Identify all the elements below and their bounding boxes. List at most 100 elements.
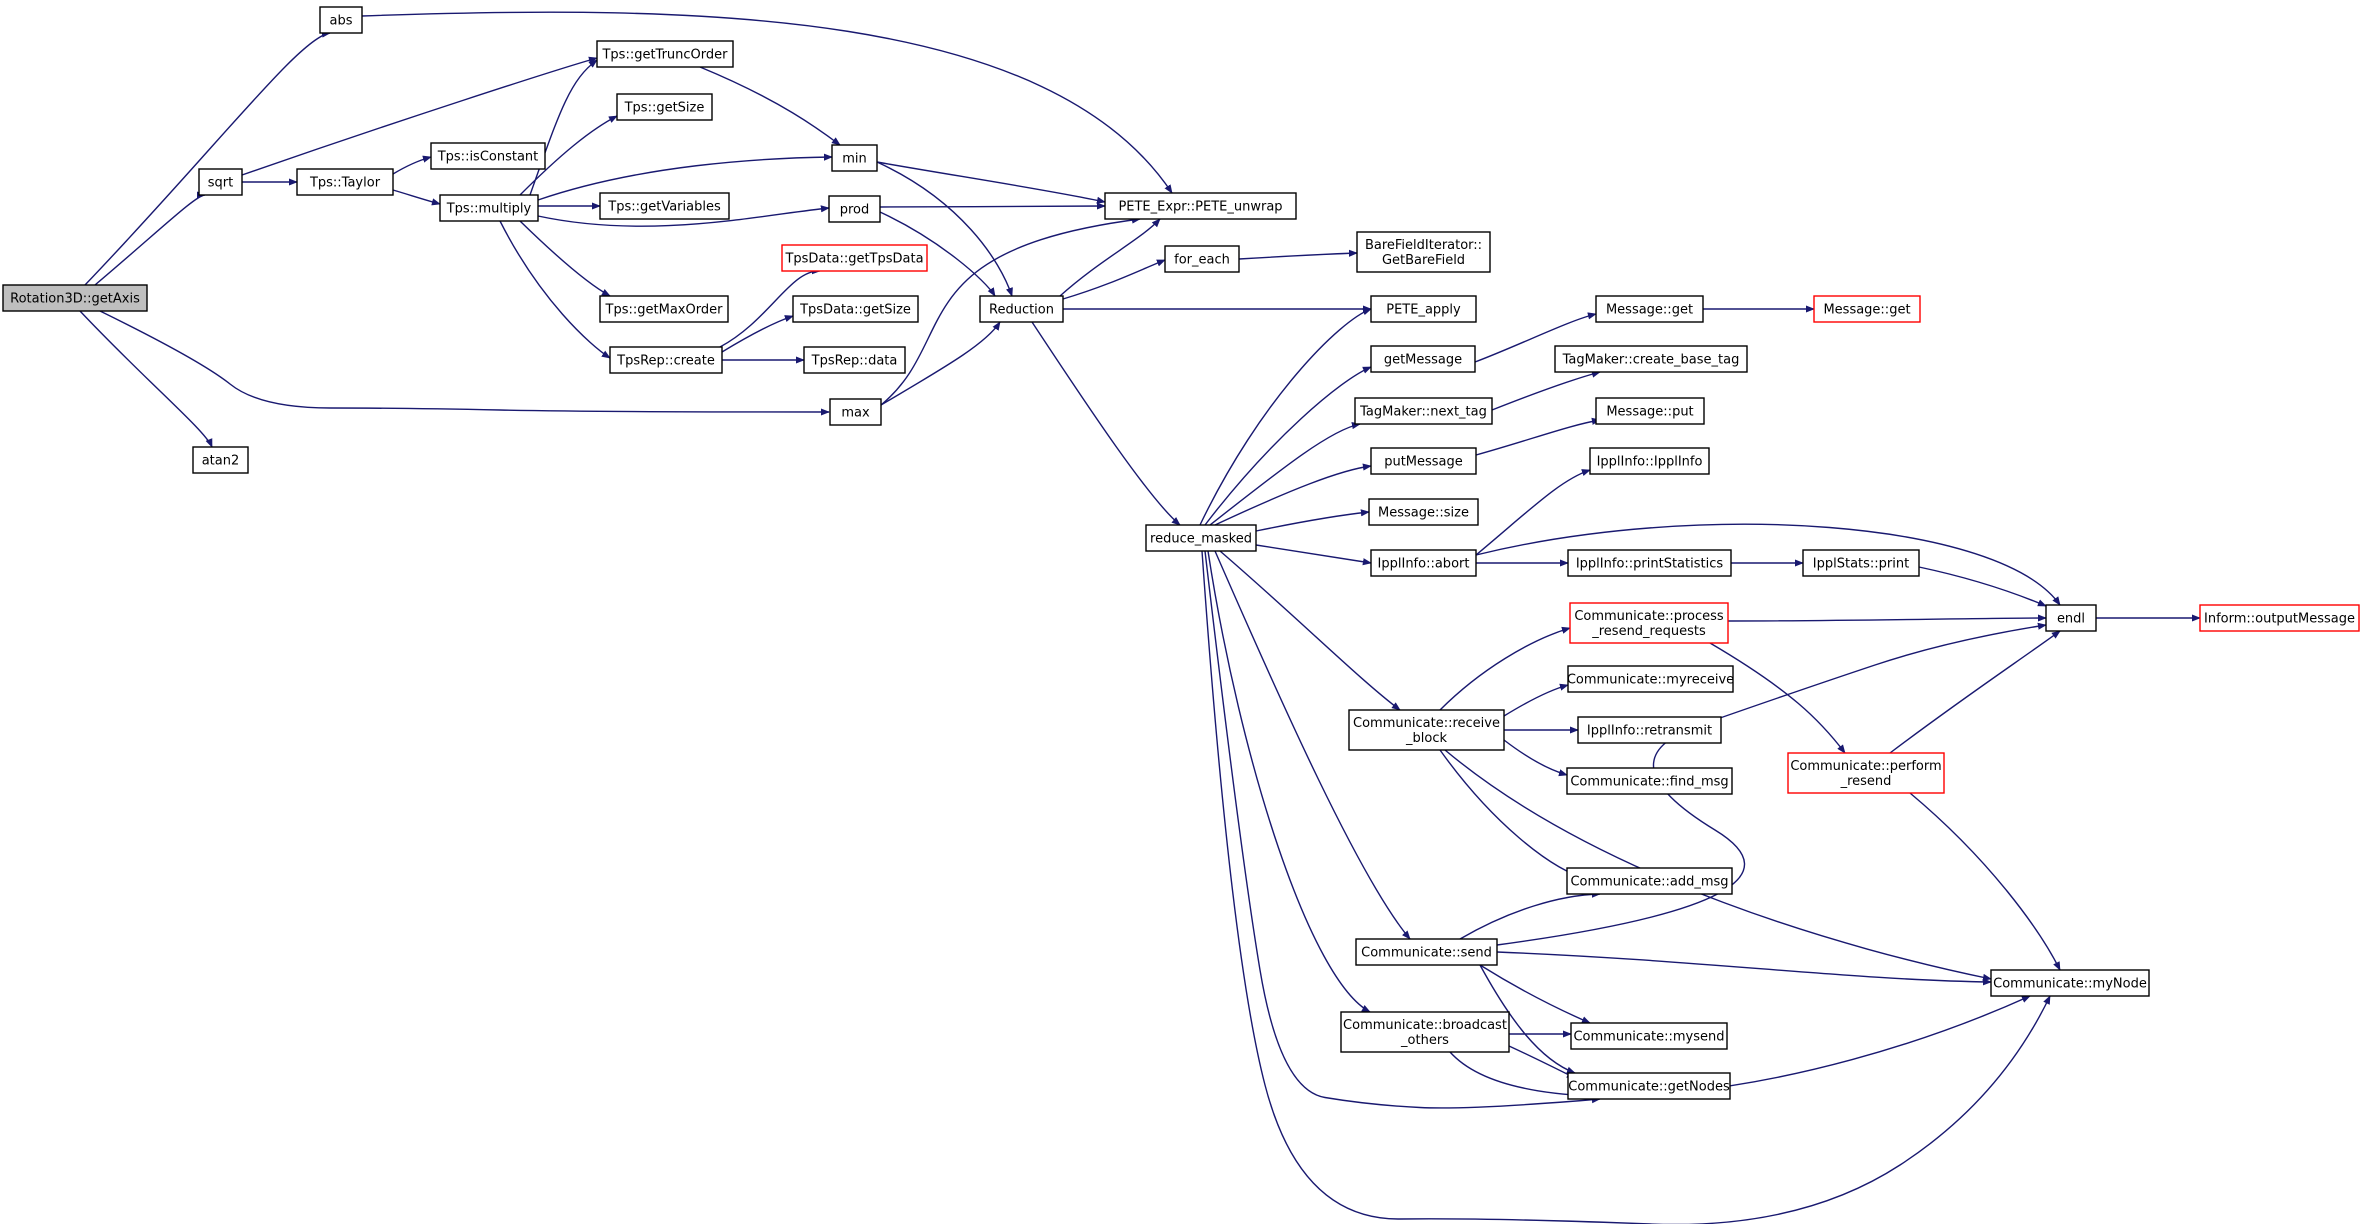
edge-min-to-reduction	[876, 161, 1013, 297]
node-endl[interactable]: endl	[2045, 604, 2097, 632]
node-label: prod	[840, 203, 870, 218]
edge-perform-resend-to-endl	[1889, 630, 2061, 754]
edge-stats-print-to-endl	[1918, 566, 2047, 607]
node-label: _others	[1400, 1033, 1449, 1048]
node-sqrt[interactable]: sqrt	[198, 168, 243, 196]
node-retransmit[interactable]: IpplInfo::retransmit	[1577, 716, 1722, 744]
node-message-get2[interactable]: Message::get	[1813, 295, 1921, 323]
edge-tpsrep-create-to-get-tps-data	[719, 267, 821, 348]
node-label: atan2	[202, 454, 240, 469]
node-label: IpplInfo::abort	[1378, 557, 1470, 572]
node-message-get[interactable]: Message::get	[1595, 295, 1704, 323]
node-mysend[interactable]: Communicate::mysend	[1570, 1022, 1728, 1050]
node-next-tag[interactable]: TagMaker::next_tag	[1354, 397, 1493, 425]
node-multiply[interactable]: Tps::multiply	[439, 194, 539, 222]
node-box	[1787, 752, 1945, 794]
node-max[interactable]: max	[829, 398, 882, 426]
node-pete-unwrap[interactable]: PETE_Expr::PETE_unwrap	[1104, 192, 1297, 220]
node-box	[1368, 498, 1479, 526]
edge-broadcast-others-to-get-nodes	[1508, 1045, 1576, 1079]
node-ippl-info[interactable]: IpplInfo::IpplInfo	[1589, 447, 1710, 475]
node-label: TpsData::getSize	[799, 303, 911, 318]
node-get-tps-data[interactable]: TpsData::getTpsData	[781, 244, 928, 272]
node-create-base-tag[interactable]: TagMaker::create_base_tag	[1554, 345, 1748, 373]
node-myreceive[interactable]: Communicate::myreceive	[1567, 665, 1734, 693]
node-label: IpplInfo::IpplInfo	[1597, 455, 1703, 470]
node-process-resend[interactable]: Communicate::process_resend_requests	[1569, 602, 1729, 644]
node-broadcast-others[interactable]: Communicate::broadcast_others	[1340, 1011, 1510, 1053]
node-box	[192, 446, 249, 474]
node-get-trunc-order[interactable]: Tps::getTruncOrder	[596, 40, 734, 68]
node-pete-apply[interactable]: PETE_apply	[1370, 295, 1477, 323]
node-my-node[interactable]: Communicate::myNode	[1990, 969, 2150, 997]
node-box	[1145, 524, 1257, 552]
node-get-max-order[interactable]: Tps::getMaxOrder	[599, 295, 729, 323]
node-box	[430, 142, 546, 170]
node-prod[interactable]: prod	[828, 195, 881, 223]
node-box	[1370, 447, 1477, 475]
node-label: PETE_apply	[1386, 303, 1461, 318]
node-get-bare-field[interactable]: BareFieldIterator::GetBareField	[1356, 231, 1491, 273]
node-find-msg[interactable]: Communicate::find_msg	[1566, 767, 1733, 795]
node-reduce-masked[interactable]: reduce_masked	[1145, 524, 1257, 552]
node-get-size[interactable]: Tps::getSize	[616, 93, 713, 121]
node-label: PETE_Expr::PETE_unwrap	[1118, 200, 1282, 215]
edge-reduction-to-pete-unwrap	[1059, 218, 1161, 297]
node-get-variables[interactable]: Tps::getVariables	[599, 192, 730, 220]
node-box	[803, 346, 906, 374]
edge-multiply-to-get-max-order	[519, 220, 611, 297]
node-taylor[interactable]: Tps::Taylor	[296, 168, 394, 196]
node-abs[interactable]: abs	[319, 6, 363, 34]
node-box	[1554, 345, 1748, 373]
node-for-each[interactable]: for_each	[1164, 245, 1240, 273]
edge-reduce-masked-to-next-tag	[1209, 422, 1361, 526]
node-tpsrep-create[interactable]: TpsRep::create	[609, 346, 723, 374]
node-put-message[interactable]: putMessage	[1370, 447, 1477, 475]
node-tpsrep-data[interactable]: TpsRep::data	[803, 346, 906, 374]
node-stats-print[interactable]: IpplStats::print	[1802, 549, 1920, 577]
node-box	[1354, 397, 1493, 425]
node-box	[1567, 549, 1732, 577]
node-tpsdata-get-size[interactable]: TpsData::getSize	[792, 295, 919, 323]
node-atan2[interactable]: atan2	[192, 446, 249, 474]
node-send[interactable]: Communicate::send	[1355, 938, 1498, 966]
node-get-nodes[interactable]: Communicate::getNodes	[1567, 1072, 1731, 1100]
node-add-msg[interactable]: Communicate::add_msg	[1566, 867, 1733, 895]
node-perform-resend[interactable]: Communicate::perform_resend	[1787, 752, 1945, 794]
node-box	[1567, 1072, 1731, 1100]
node-receive-block[interactable]: Communicate::receive_block	[1348, 709, 1505, 751]
node-box	[1164, 245, 1240, 273]
node-box	[781, 244, 928, 272]
node-box	[1104, 192, 1297, 220]
node-reduction[interactable]: Reduction	[979, 295, 1064, 323]
node-print-statistics[interactable]: IpplInfo::printStatistics	[1567, 549, 1732, 577]
node-label: _block	[1405, 731, 1447, 746]
node-ippl-abort[interactable]: IpplInfo::abort	[1370, 549, 1477, 577]
call-edges	[79, 11, 2201, 1224]
edge-abs-to-pete-unwrap	[361, 11, 1173, 194]
edge-broadcast-others-to-my-node	[1449, 995, 2031, 1097]
node-min[interactable]: min	[831, 144, 878, 172]
edge-ippl-abort-to-endl	[1475, 523, 2061, 606]
edge-put-message-to-message-put	[1475, 417, 1601, 456]
edge-next-tag-to-create-base-tag	[1491, 370, 1601, 411]
node-label: Tps::Taylor	[309, 176, 381, 191]
node-get-axis[interactable]: Rotation3D::getAxis	[2, 284, 148, 312]
node-label: for_each	[1174, 253, 1230, 268]
node-label: Communicate::perform	[1790, 759, 1941, 774]
node-label: BareFieldIterator::	[1365, 238, 1482, 253]
node-box	[1567, 665, 1734, 693]
node-box	[439, 194, 539, 222]
edge-receive-block-to-find-msg	[1503, 739, 1568, 777]
node-label: Tps::getTruncOrder	[601, 48, 728, 63]
node-message-put[interactable]: Message::put	[1595, 397, 1705, 425]
node-message-size[interactable]: Message::size	[1368, 498, 1479, 526]
node-box	[596, 40, 734, 68]
node-get-message[interactable]: getMessage	[1370, 345, 1476, 373]
node-box	[979, 295, 1064, 323]
node-output-message[interactable]: Inform::outputMessage	[2199, 604, 2360, 632]
node-label: IpplInfo::retransmit	[1587, 724, 1712, 739]
node-is-constant[interactable]: Tps::isConstant	[430, 142, 546, 170]
node-box	[2045, 604, 2097, 632]
